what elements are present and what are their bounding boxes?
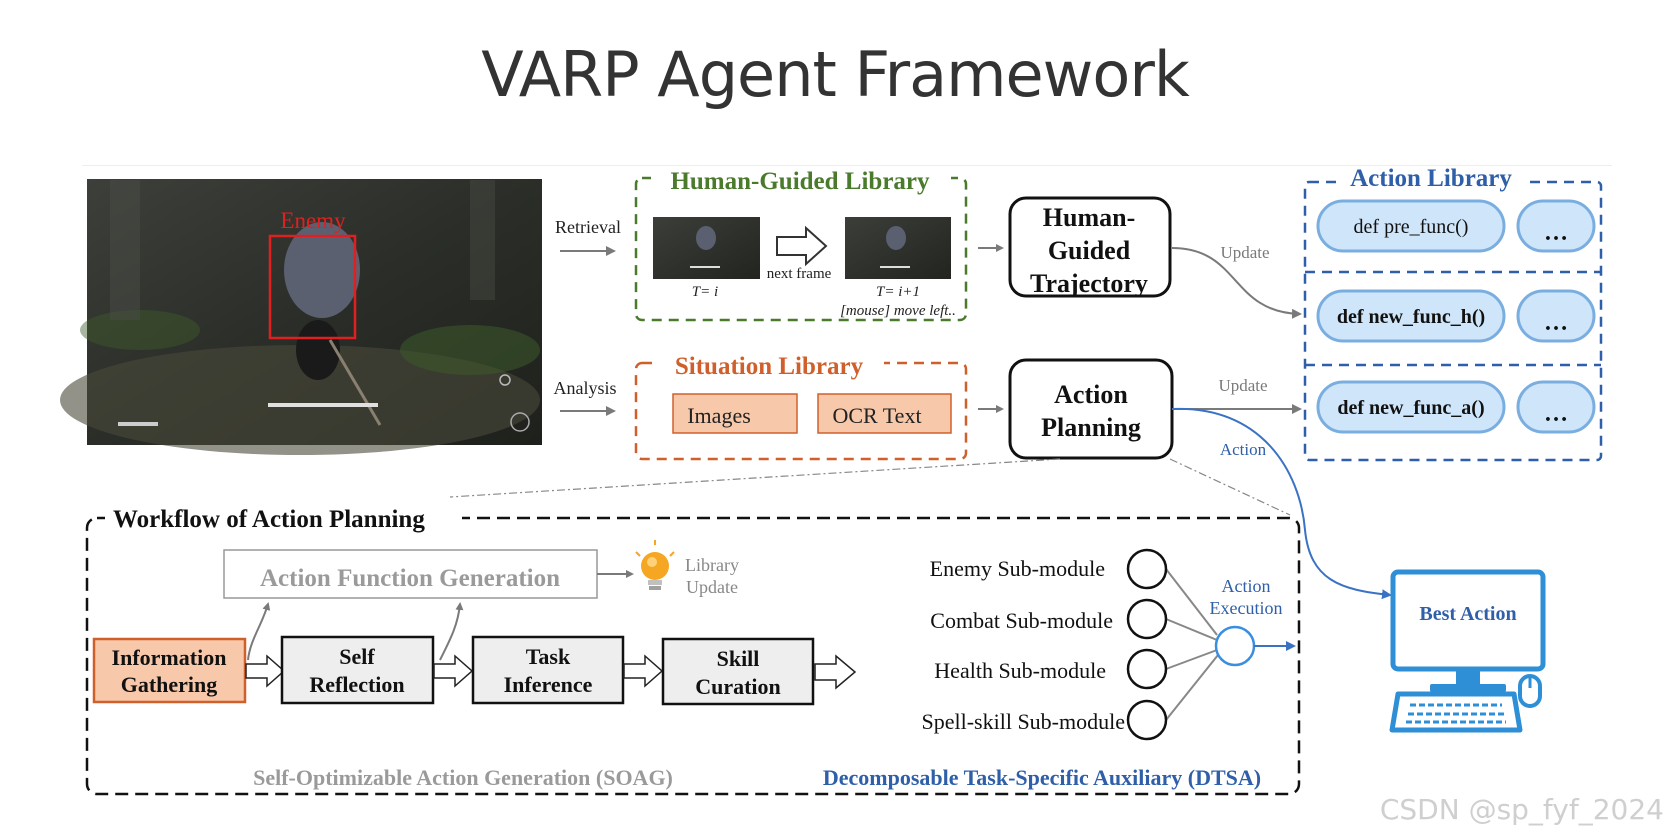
workflow-title: Workflow of Action Planning [113,506,425,533]
library-update-line2: Update [686,577,738,597]
action-planning-line1: Action [1054,380,1128,409]
flow-arrow-4 [814,654,857,690]
step4-line1: Skill [717,646,760,671]
frame-thumbnail-a [653,217,760,279]
trajectory-line3: Trajectory [1030,269,1148,298]
action-arrow [1171,407,1392,600]
more-pill-3 [1516,380,1596,434]
frame-b-label: T= i+1 [876,284,920,300]
step-skill-curation [661,637,815,706]
step2-line1: Self [339,644,375,669]
submodule-combat: Combat Sub-module [930,608,1113,633]
step3-line2: Inference [504,672,593,697]
lightbulb-icon [635,540,675,590]
func-pill-new-h [1316,289,1506,343]
func-pill-new-a [1316,380,1506,434]
game-screenshot [60,179,542,455]
update-label-1: Update [1220,243,1269,262]
node-spell-skill [1126,699,1168,741]
step2-line2: Reflection [309,672,404,697]
trajectory-line2: Guided [1048,236,1131,265]
human-guided-library-title: Human-Guided Library [670,168,930,195]
zoom-line-left [449,458,1061,498]
enemy-label: Enemy [280,208,346,233]
zoom-line-right [1169,458,1291,516]
more-label-1: … [1544,220,1568,246]
more-pill-1 [1516,199,1596,253]
step1-line2: Gathering [121,672,218,697]
more-label-3: … [1544,401,1568,427]
action-label: Action [1220,440,1267,459]
watermark: CSDN @sp_fyf_2024 [1379,793,1664,826]
afg-box [223,549,598,599]
flow-arrow-2 [433,654,474,688]
library-update-line1: Library [685,555,739,575]
afg-up-arrow-2 [439,602,464,661]
func-pill-pre [1316,199,1506,253]
submodule-spell-skill: Spell-skill Sub-module [922,709,1126,734]
analysis-label: Analysis [554,378,617,398]
node-health [1126,648,1168,690]
update-arrow-trajectory [1171,247,1302,319]
submodule-enemy: Enemy Sub-module [930,556,1105,581]
images-label: Images [687,403,751,428]
title-divider [82,165,1612,166]
func-new-h-label: def new_func_h() [1337,306,1485,328]
frame-a-label: T= i [692,284,718,300]
edge-spell-skill [1165,654,1219,721]
step3-line1: Task [526,644,571,669]
edge-combat [1165,618,1218,641]
situation-library-title: Situation Library [675,353,864,380]
func-new-a-label: def new_func_a() [1337,397,1484,419]
retrieval-label: Retrieval [555,217,621,237]
afg-label: Action Function Generation [260,565,560,592]
dtsa-label: Decomposable Task-Specific Auxiliary (DT… [823,765,1261,790]
more-label-2: … [1544,310,1568,336]
computer-icon [1389,569,1546,733]
step-information-gathering [92,637,247,704]
step-task-inference [471,635,625,705]
frame-thumbnail-b [845,217,951,279]
action-planning-line2: Planning [1041,413,1141,442]
update-label-2: Update [1218,376,1267,395]
trajectory-line1: Human- [1043,203,1135,232]
next-frame-arrow [776,225,828,267]
best-action-label: Best Action [1419,603,1516,625]
node-enemy [1126,548,1168,590]
node-action-execution [1214,625,1256,667]
more-pill-2 [1516,289,1596,343]
flow-arrow-1 [245,654,286,688]
edge-health [1165,649,1218,670]
afg-up-arrow-1 [247,602,271,661]
action-planning-box [1008,358,1174,460]
step4-line2: Curation [695,674,781,699]
enemy-bounding-box [268,234,357,340]
images-box [672,393,798,434]
flow-arrow-3 [623,654,664,688]
page-title: VARP Agent Framework [481,38,1189,111]
node-combat [1126,598,1168,640]
ocr-label: OCR Text [832,403,921,428]
edge-enemy [1165,568,1218,636]
ocr-box [817,393,952,434]
frame-b-note: [mouse] move left.. [840,303,956,319]
func-pre-label: def pre_func() [1354,216,1469,238]
soag-label: Self-Optimizable Action Generation (SOAG… [253,765,673,790]
step1-line1: Information [112,645,227,670]
step-self-reflection [280,635,435,705]
action-library-title: Action Library [1350,165,1512,192]
next-frame-label: next frame [767,266,832,282]
action-execution-line1: Action [1222,576,1271,596]
action-execution-line2: Execution [1210,598,1283,618]
human-guided-trajectory-box [1008,196,1172,298]
submodule-health: Health Sub-module [934,658,1106,683]
